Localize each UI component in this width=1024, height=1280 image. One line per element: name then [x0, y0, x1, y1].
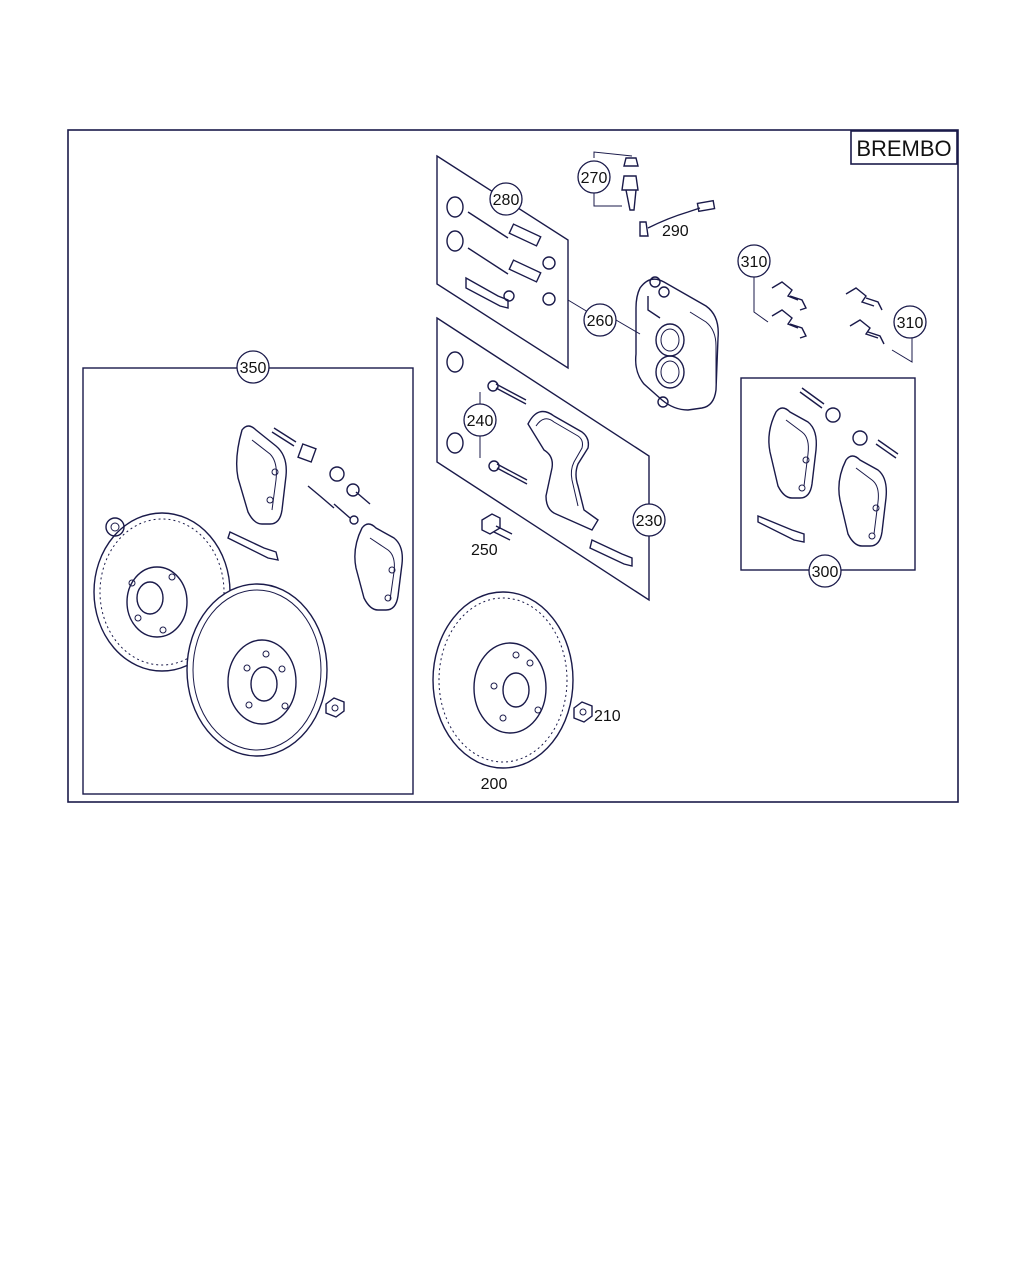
kit-280-pins — [465, 211, 556, 309]
brand-box: BREMBO — [850, 130, 958, 165]
callout-230: 230 — [632, 503, 666, 537]
kit-280-panel — [436, 154, 569, 370]
callout-250-label: 250 — [471, 542, 498, 559]
kit-350-nut — [105, 517, 125, 537]
callout-350-label: 350 — [240, 360, 267, 377]
callout-270: 270 — [577, 160, 611, 194]
kit-350-pad-lower — [354, 523, 404, 611]
callout-200-label: 200 — [481, 776, 508, 793]
wear-sensor-290-group: 290 — [639, 199, 716, 240]
callout-230-label: 230 — [636, 513, 663, 530]
kit-350-group: 350 — [82, 350, 414, 795]
callout-300-label: 300 — [812, 564, 839, 581]
kit-300-group: 300 — [740, 377, 916, 588]
kit-300-hardware — [757, 387, 899, 543]
callout-290-label: 290 — [662, 223, 689, 240]
kit-230-group: 240 230 — [436, 316, 666, 602]
guide-pin-lower — [488, 460, 528, 485]
kit-300-pad-left — [768, 407, 818, 499]
callout-310-lower: 310 — [893, 305, 927, 339]
callout-310-upper: 310 — [737, 244, 771, 278]
bolt-250-group: 250 — [471, 513, 513, 559]
kit-280-seals — [446, 196, 464, 252]
kit-350-pad-upper — [235, 425, 287, 525]
clip-set-right — [845, 287, 885, 345]
callout-280: 280 — [489, 182, 523, 216]
kit-350-disc-rear — [93, 512, 231, 672]
bolt-210-group: 210 — [573, 701, 621, 725]
kit-300-box — [740, 377, 916, 571]
callout-300: 300 — [808, 554, 842, 588]
callout-240-label: 240 — [467, 413, 494, 430]
caliper-bracket — [527, 410, 599, 531]
callout-240: 240 — [463, 392, 497, 458]
kit-280-group: 280 — [436, 154, 589, 370]
kit-350-hardware — [227, 427, 371, 561]
kit-350-disc-front — [186, 583, 328, 757]
callout-270-label: 270 — [581, 170, 608, 187]
caliper-260-group: 260 — [583, 276, 719, 411]
diagram-frame — [67, 129, 959, 803]
callout-310-lower-label: 310 — [897, 315, 924, 332]
disc-200-group: 200 — [432, 591, 574, 793]
kit-350-bolt — [325, 697, 345, 718]
kit-300-pad-right — [838, 455, 888, 547]
callout-210-label: 210 — [594, 708, 621, 725]
callout-310-upper-label: 310 — [741, 254, 768, 271]
callout-260-label: 260 — [587, 313, 614, 330]
callout-260: 260 — [583, 303, 617, 337]
clips-310-group: 310 310 — [737, 244, 927, 363]
guide-pin-upper — [487, 380, 527, 405]
callout-350: 350 — [236, 350, 270, 384]
bleeder-270-group: 270 — [577, 151, 639, 211]
kit-230-panel — [436, 316, 650, 602]
clip-set-left — [771, 281, 807, 339]
brand-label: BREMBO — [856, 136, 951, 161]
callout-280-label: 280 — [493, 192, 520, 209]
